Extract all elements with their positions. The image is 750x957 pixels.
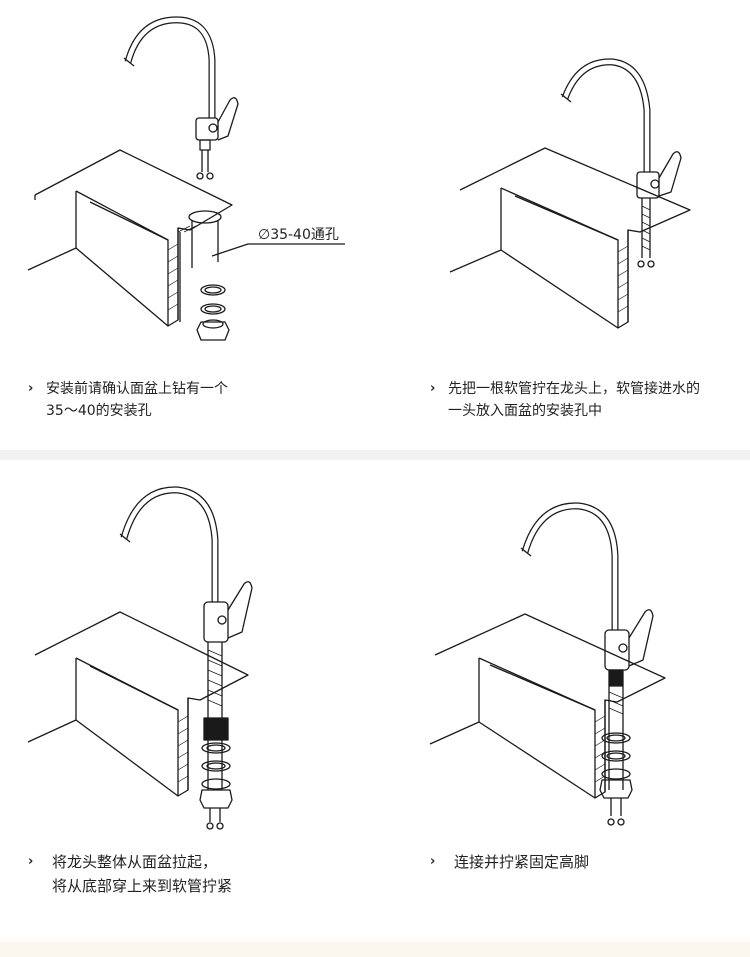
step4-line1: 连接并拧紧固定高脚 [454,853,590,871]
step2-illustration [449,58,691,329]
panel-bottom: › 将龙头整体从面盆拉起， 将从底部穿上来到软管拧紧 › 连接并拧紧固定高脚 [0,460,750,942]
step3-line1: 将龙头整体从面盆拉起， [52,853,218,871]
bullet-arrow-icon: › [430,381,436,396]
hole-size-callout: ∅35-40通孔 [258,227,339,243]
bullet-arrow-icon: › [28,854,34,869]
panel-top: ∅35-40通孔 [0,0,750,450]
step3-caption: › 将龙头整体从面盆拉起， 将从底部穿上来到软管拧紧 [28,850,348,898]
step4-caption: › 连接并拧紧固定高脚 [430,850,730,874]
step2-line2: 一头放入面盆的安装孔中 [448,403,602,419]
footer-strip [0,942,750,957]
step3-illustration [27,486,253,830]
step3-line2: 将从底部穿上来到软管拧紧 [52,877,233,895]
step4-illustration [429,502,666,826]
bullet-arrow-icon: › [28,381,34,396]
bullet-arrow-icon: › [430,854,436,869]
step1-line2: 35～40的安装孔 [46,403,152,419]
step1-caption: › 安装前请确认面盆上钻有一个 35～40的安装孔 [28,378,348,422]
step1-line1: 安装前请确认面盆上钻有一个 [46,381,228,397]
step1-illustration [27,16,345,341]
panel-divider [0,450,750,460]
step2-line1: 先把一根软管拧在龙头上，软管接进水的 [448,381,700,397]
step2-caption: › 先把一根软管拧在龙头上，软管接进水的 一头放入面盆的安装孔中 [430,378,748,422]
